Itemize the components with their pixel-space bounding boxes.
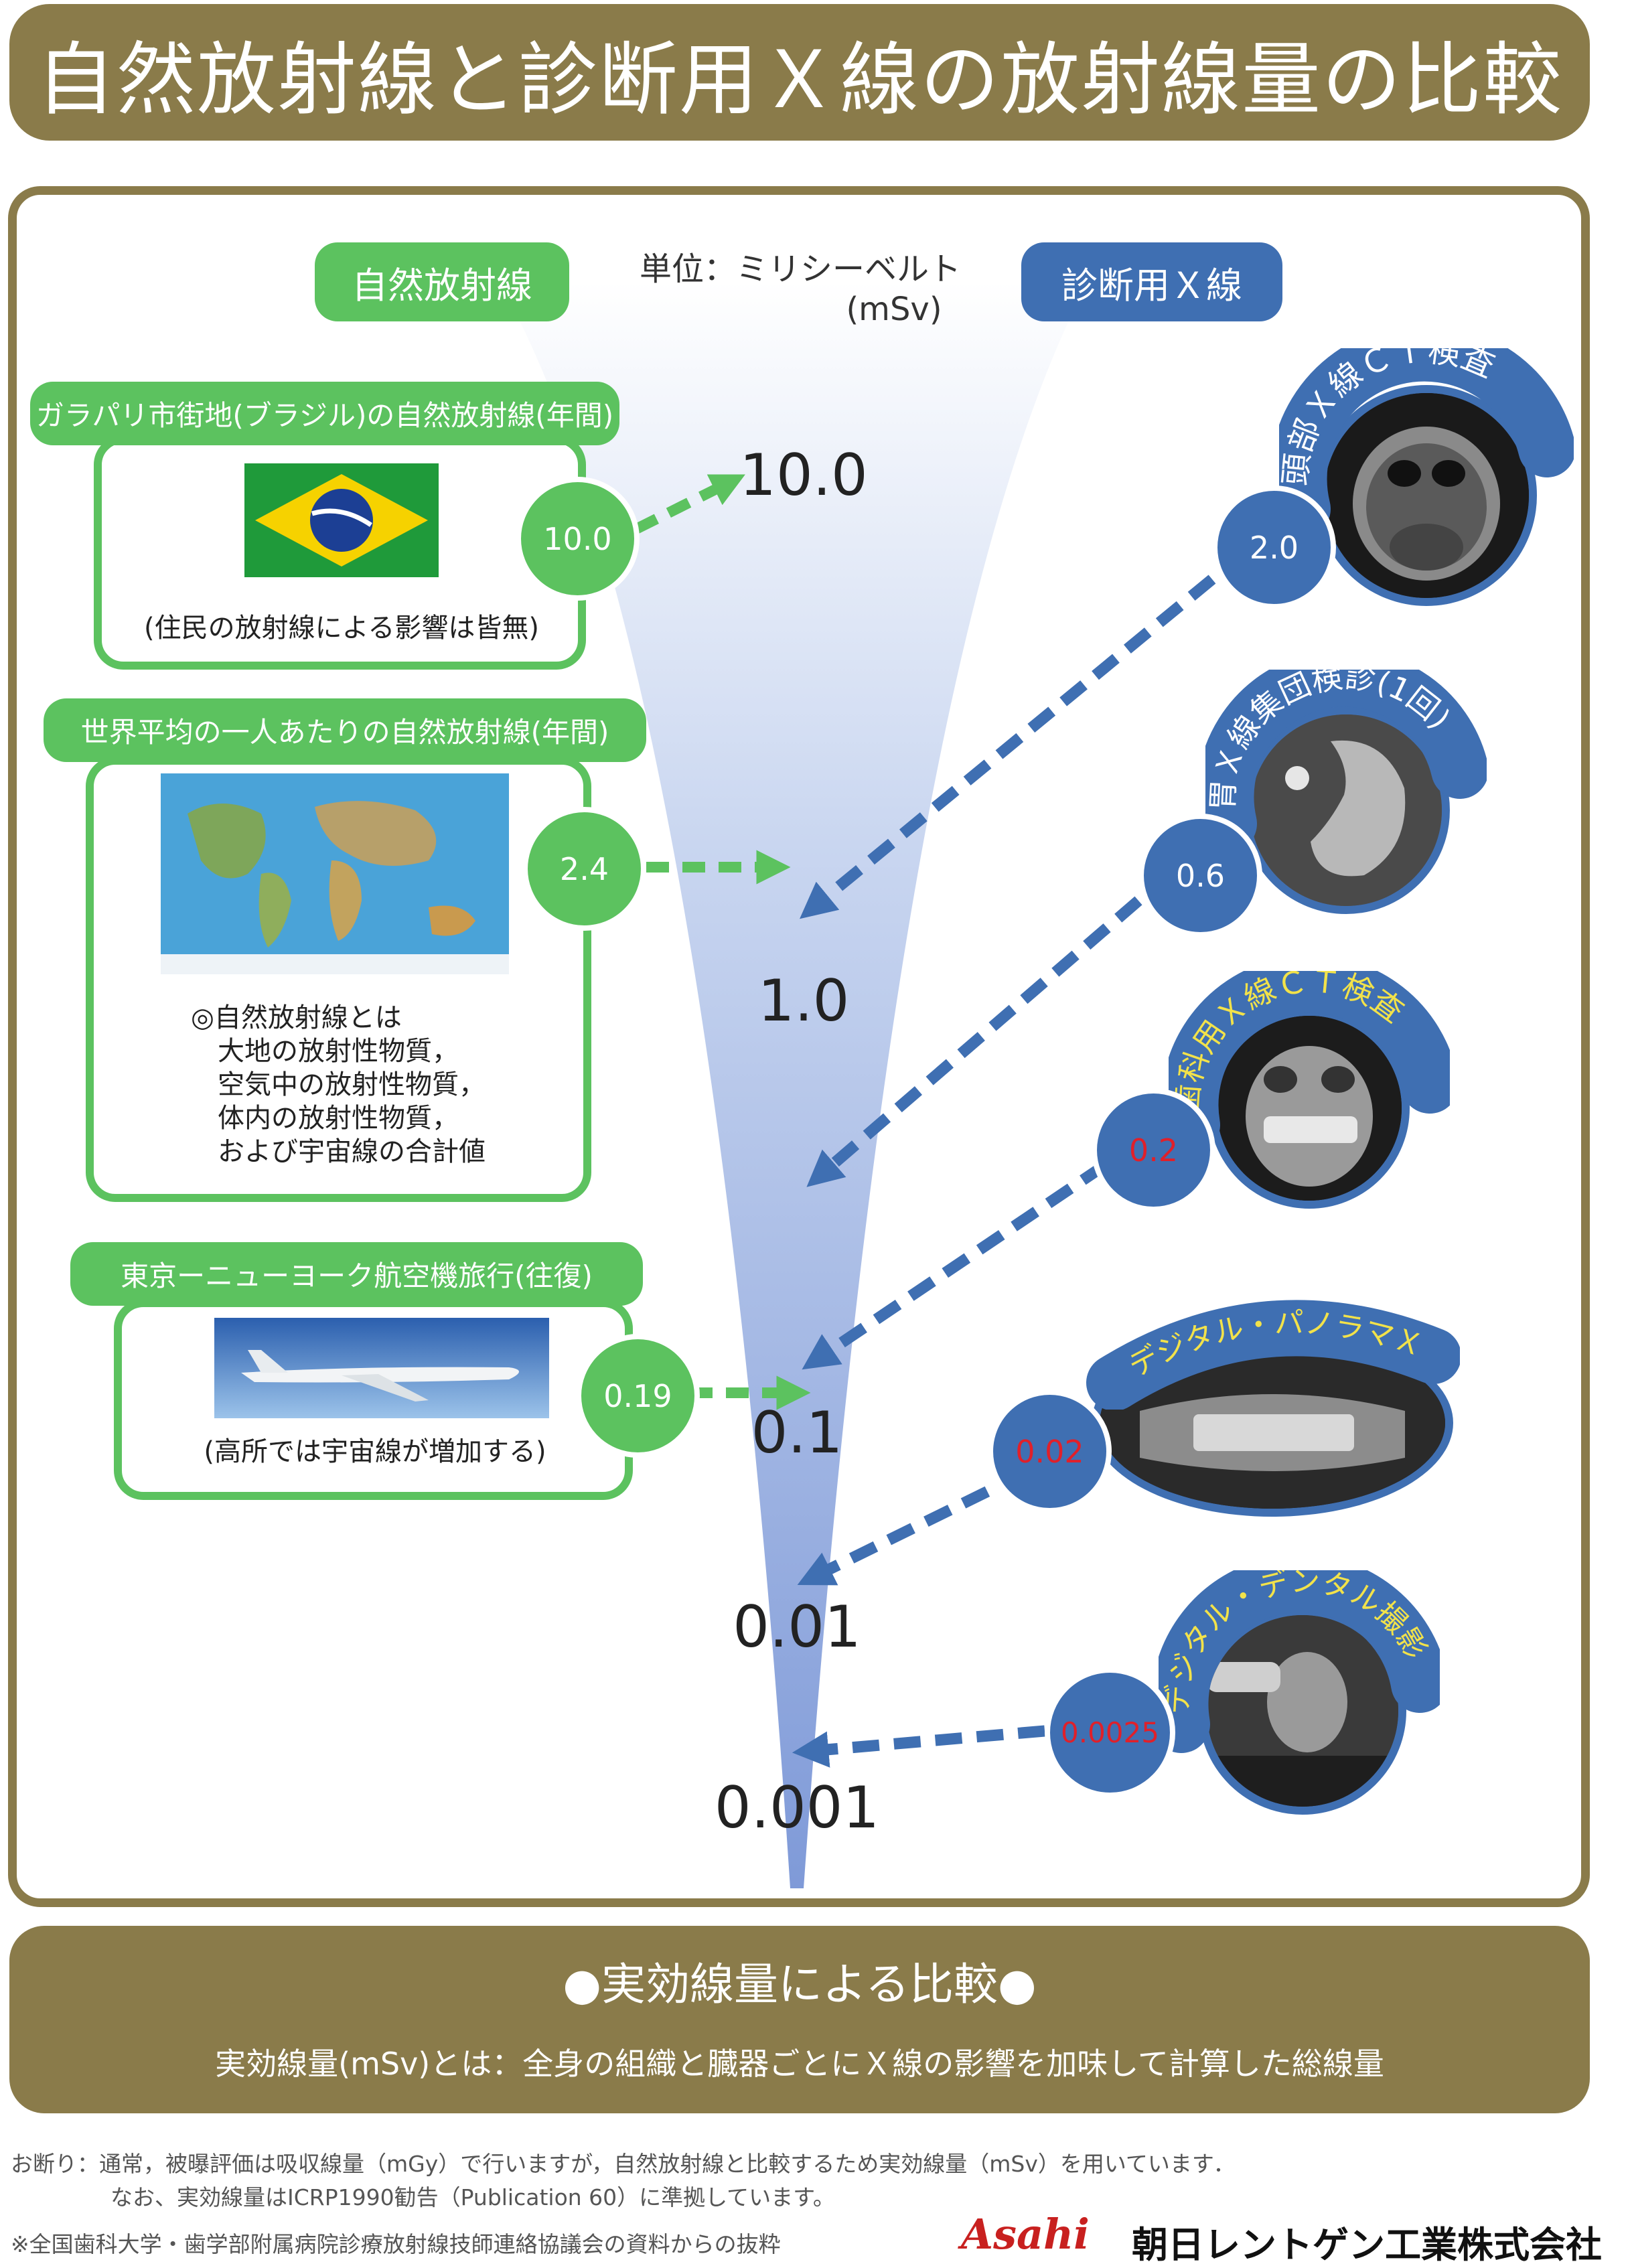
panorama-title: デジタル・パノラマＸ線: [1085, 1276, 1428, 1384]
arrow-dental-ct: [802, 1160, 1108, 1370]
arrow-panorama: [797, 1468, 1027, 1586]
natural-item-brazil-title: ガラパリ市街地(ブラジル)の自然放射線(年間): [30, 382, 619, 445]
brazil-flag-image: [244, 463, 439, 577]
world-note-4: および宇宙線の合計値: [218, 1136, 486, 1167]
dental-ct-image: [1209, 1008, 1410, 1209]
diagnostic-tag: 診断用Ｘ線: [1021, 242, 1282, 321]
world-note-2: 空気中の放射性物質，: [218, 1069, 486, 1100]
intraoral-value: 0.0025: [1045, 1667, 1175, 1798]
natural-item-world-notes: ◎自然放射線とは 大地の放射性物質， 空気中の放射性物質， 体内の放射性物質， …: [191, 1001, 486, 1168]
scale-0-1: 0.1: [751, 1400, 843, 1466]
world-note-1: 大地の放射性物質，: [218, 1036, 459, 1067]
head-ct-title-path: 頭部Ｘ線ＣＴ検査: [1279, 348, 1500, 487]
footnote-line2: なお、実効線量はICRP1990勧告（Publication 60）に準拠してい…: [110, 2184, 835, 2210]
natural-item-world-value: 2.4: [522, 807, 646, 931]
natural-item-world-title: 世界平均の一人あたりの自然放射線(年間): [44, 698, 646, 762]
natural-item-flight-value: 0.19: [576, 1334, 700, 1458]
natural-item-brazil-note: (住民の放射線による影響は皆無): [143, 613, 539, 644]
bottom-subtext: 実効線量(mSv)とは：全身の組織と臓器ごとにＸ線の影響を加味して計算した総線量: [215, 2046, 1384, 2082]
stomach-title-badge: 胃Ｘ線集団検診(1回): [1205, 670, 1487, 852]
bottom-band: ●実効線量による比較● 実効線量(mSv)とは：全身の組織と臓器ごとにＸ線の影響…: [9, 1926, 1590, 2113]
unit-line2: (mSv): [846, 291, 942, 328]
company-name: 朝日レントゲン工業株式会社: [1132, 2224, 1602, 2266]
scale-0-001: 0.001: [714, 1774, 880, 1841]
stomach-xray-graphic: [1250, 714, 1442, 906]
stomach-xray-image: [1242, 706, 1450, 914]
stomach-value: 0.6: [1138, 814, 1262, 937]
natural-item-flight-note: (高所では宇宙線が増加する): [204, 1436, 546, 1467]
natural-tag: 自然放射線: [315, 242, 569, 321]
head-ct-title-badge: 頭部Ｘ線ＣＴ検査: [1279, 348, 1574, 538]
natural-item-flight-title: 東京ーニューヨーク航空機旅行(往復): [70, 1242, 643, 1306]
panorama-title-badge: デジタル・パノラマＸ線: [1085, 1276, 1460, 1410]
world-note-3: 体内の放射性物質，: [218, 1103, 459, 1134]
panorama-value: 0.02: [988, 1389, 1112, 1513]
dental-ct-title-badge: 歯科用Ｘ線ＣＴ検査: [1169, 971, 1450, 1154]
world-note-0: ◎自然放射線とは: [191, 1002, 402, 1033]
page-title: 自然放射線と診断用Ｘ線の放射線量の比較: [35, 33, 1563, 126]
natural-item-brazil-value: 10.0: [516, 477, 640, 601]
bottom-heading: ●実効線量による比較●: [563, 1959, 1037, 2010]
head-ct-title: 頭部Ｘ線ＣＴ検査: [1279, 348, 1500, 487]
dental-ct-graphic: [1217, 1016, 1402, 1201]
panorama-title-path: デジタル・パノラマＸ線: [1085, 1276, 1428, 1384]
dental-ct-value: 0.2: [1092, 1088, 1215, 1212]
arrow-intraoral: [792, 1725, 1045, 1768]
scale-1: 1.0: [757, 968, 850, 1035]
funnel: [499, 281, 1088, 1888]
world-map-image: [161, 773, 509, 974]
intraoral-title-badge: デジタル・デンタル撮影: [1159, 1570, 1440, 1753]
footnote-line3: ※全国歯科大学・歯学部附属病院診療放射線技師連絡協議会の資料からの抜粋: [11, 2231, 781, 2257]
head-ct-graphic: [1324, 393, 1529, 598]
asahi-logo: Asahi: [961, 2210, 1090, 2259]
footnote-line1: お断り：通常，被曝評価は吸収線量（mGy）で行いますが，自然放射線と比較するため…: [11, 2151, 1236, 2177]
head-ct-image: [1316, 385, 1537, 606]
scale-0-01: 0.01: [733, 1594, 861, 1661]
head-ct-value: 2.0: [1212, 485, 1336, 609]
unit-label: 単位：ミリシーベルト (mSv): [599, 249, 1001, 329]
arrow-head-ct: [800, 575, 1216, 919]
airplane-image: [214, 1318, 549, 1418]
arrow-brazil: [634, 474, 745, 534]
title-bar: 自然放射線と診断用Ｘ線の放射線量の比較: [9, 4, 1590, 141]
intraoral-xray-graphic: [1207, 1615, 1398, 1807]
scale-10: 10.0: [739, 442, 868, 509]
unit-line1: 単位：ミリシーベルト: [639, 250, 961, 288]
arrow-stomach: [806, 896, 1142, 1187]
